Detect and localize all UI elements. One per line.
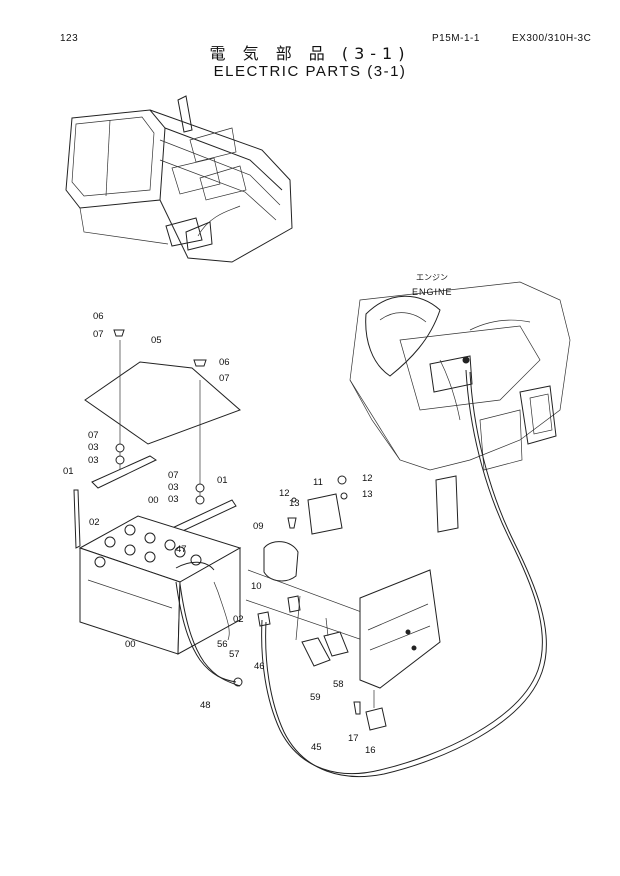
callout-11: 11 [313,477,323,488]
callout-07: 07 [93,329,104,340]
callout-07: 07 [219,373,230,384]
callout-56: 56 [217,639,228,650]
engine-drawing [349,281,571,533]
page-number: 123 [60,33,79,44]
title-japanese: 電 気 部 品 (3-1) [209,44,411,63]
callout-59: 59 [310,692,321,703]
callout-02: 02 [233,614,244,625]
callout-13: 13 [362,489,373,500]
title-english: ELECTRIC PARTS (3-1) [213,63,407,80]
callout-57: 57 [229,649,240,660]
callout-05: 05 [151,335,162,346]
engine-label-english: ENGINE [412,287,453,297]
engine-label-japanese: エンジン [416,273,448,282]
model-code: EX300/310H-3C [512,33,592,44]
callout-07: 07 [168,470,179,481]
callout-06: 06 [219,357,230,368]
callout-10: 10 [251,581,262,592]
callout-47: 47 [176,544,187,555]
callout-17: 17 [348,733,359,744]
callout-01: 01 [217,475,228,486]
figure-code: P15M-1-1 [432,33,480,44]
callout-02: 02 [89,517,100,528]
relay-frame [245,475,441,731]
callout-09: 09 [253,521,264,532]
callout-01: 01 [63,466,74,477]
callout-00: 00 [125,639,136,650]
excavator-overview-drawing [65,95,293,263]
callout-03: 03 [168,494,179,505]
callout-03: 03 [168,482,179,493]
callout-07: 07 [88,430,99,441]
battery-cables [175,369,547,777]
callout-13: 13 [289,498,300,509]
callout-03: 03 [88,442,99,453]
callout-12: 12 [362,473,373,484]
callout-58: 58 [333,679,344,690]
callout-12: 12 [279,488,290,499]
callout-03: 03 [88,455,99,466]
callout-06: 06 [93,311,104,322]
callout-48: 48 [200,700,211,711]
callout-16: 16 [365,745,376,756]
battery-box [78,515,242,655]
callout-00: 00 [148,495,159,506]
callout-46: 46 [254,661,265,672]
callout-45: 45 [311,742,322,753]
